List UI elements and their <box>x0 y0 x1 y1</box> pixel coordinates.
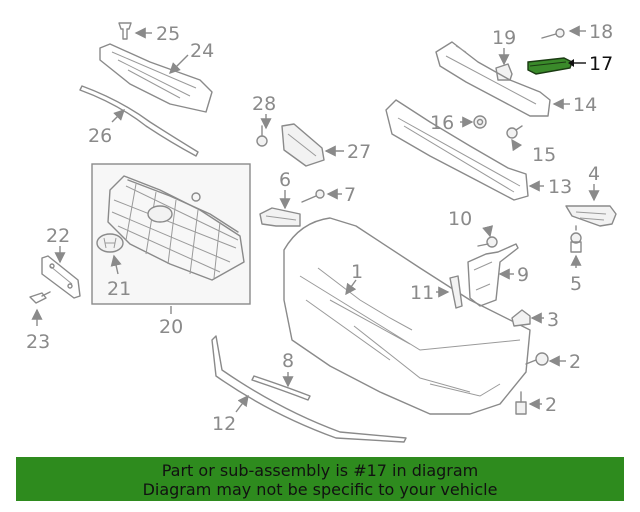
info-banner: Part or sub-assembly is #17 in diagram D… <box>16 457 624 501</box>
callout-16: 16 <box>430 112 454 134</box>
part-12-lower-lip[interactable] <box>211 335 407 443</box>
callout-18: 18 <box>589 21 613 43</box>
callout-5: 5 <box>570 273 582 295</box>
part-7-screw[interactable] <box>301 189 325 203</box>
callout-7: 7 <box>344 184 356 206</box>
part-16-nut[interactable] <box>473 115 487 129</box>
part-6-bracket[interactable] <box>259 207 301 227</box>
callout-6: 6 <box>279 169 291 191</box>
callout-20: 20 <box>159 316 183 338</box>
callout-4: 4 <box>588 163 600 185</box>
callout-13: 13 <box>548 176 572 198</box>
part-2-bolt-lower[interactable] <box>515 391 527 415</box>
part-13-energy-absorber[interactable] <box>385 99 529 201</box>
parts-diagram: 25 24 26 21 20 22 2 <box>26 21 617 443</box>
callout-24: 24 <box>190 40 214 62</box>
part-3-clip[interactable] <box>511 309 531 327</box>
banner-line-part: Part or sub-assembly is #17 in diagram <box>161 461 479 480</box>
part-15-bolt[interactable] <box>506 125 523 139</box>
callout-12: 12 <box>212 413 236 435</box>
callout-23: 23 <box>26 331 50 353</box>
callout-10: 10 <box>448 208 472 230</box>
banner-line-disclaimer: Diagram may not be specific to your vehi… <box>142 480 498 499</box>
callout-11: 11 <box>410 282 434 304</box>
callout-22: 22 <box>46 225 70 247</box>
callout-19: 19 <box>492 27 516 49</box>
part-24-grille-cover[interactable] <box>99 43 213 113</box>
callout-8: 8 <box>282 350 294 372</box>
callout-17: 17 <box>589 53 613 75</box>
part-23-screw[interactable] <box>29 291 51 304</box>
callout-9: 9 <box>517 264 529 286</box>
part-11-bracket[interactable] <box>449 275 463 309</box>
callout-2-upper: 2 <box>569 351 581 373</box>
callout-27: 27 <box>347 141 371 163</box>
part-1-bumper-cover[interactable] <box>283 217 531 415</box>
part-17-bracket-highlighted[interactable] <box>527 57 573 75</box>
callout-26: 26 <box>88 125 112 147</box>
callout-21: 21 <box>107 278 131 300</box>
part-2-bolt-upper[interactable] <box>525 352 549 366</box>
callout-2-lower: 2 <box>545 394 557 416</box>
part-19-retainer[interactable] <box>495 63 513 81</box>
part-10-screw[interactable] <box>477 236 498 248</box>
part-4-fog-cover[interactable] <box>565 205 617 227</box>
part-27-bracket[interactable] <box>281 123 325 167</box>
part-20-grille-assembly[interactable] <box>91 163 251 305</box>
callout-28: 28 <box>252 93 276 115</box>
part-21-emblem[interactable] <box>96 233 124 253</box>
part-28-bolt[interactable] <box>256 125 268 147</box>
callout-3: 3 <box>547 309 559 331</box>
callout-25: 25 <box>156 23 180 45</box>
part-25-clip[interactable] <box>118 22 132 40</box>
part-8-trim-strip[interactable] <box>251 375 311 401</box>
part-9-side-bracket[interactable] <box>467 243 519 307</box>
part-22-license-bracket[interactable] <box>41 255 81 299</box>
part-18-bolt[interactable] <box>541 28 565 39</box>
part-14-reinforcement-beam[interactable] <box>435 41 551 117</box>
callout-15: 15 <box>532 144 556 166</box>
callout-1: 1 <box>351 261 363 283</box>
callout-14: 14 <box>573 94 597 116</box>
part-5-bolt[interactable] <box>570 225 582 253</box>
